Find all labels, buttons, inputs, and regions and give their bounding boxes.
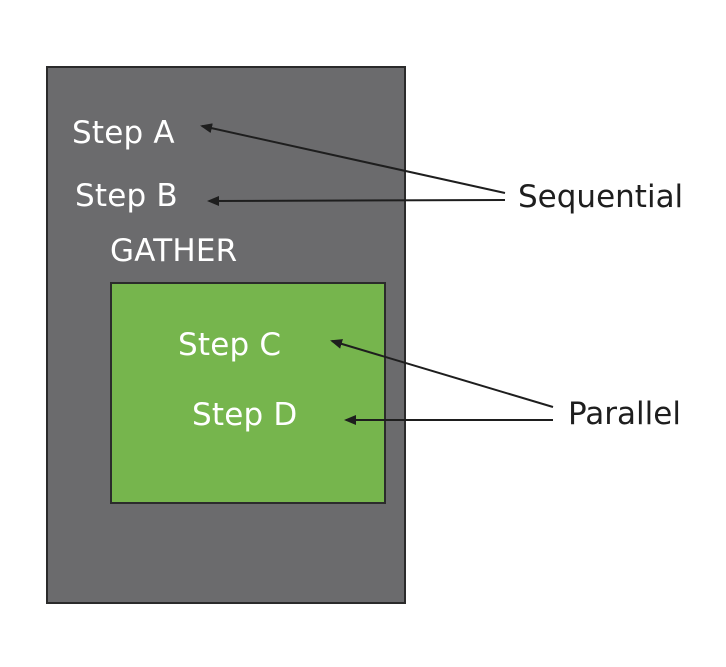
- step-d-label: Step D: [192, 397, 298, 433]
- parallel-container: [110, 282, 386, 504]
- sequential-label: Sequential: [518, 179, 684, 215]
- step-c-label: Step C: [178, 327, 282, 363]
- arrow-sequential-to-step-b: [207, 195, 506, 206]
- step-a-label: Step A: [72, 115, 175, 151]
- step-b-label: Step B: [75, 178, 178, 214]
- gather-label: GATHER: [110, 233, 238, 269]
- arrow-parallel-to-step-c: [330, 339, 554, 408]
- arrow-sequential-to-step-a: [200, 123, 506, 194]
- parallel-label: Parallel: [568, 396, 681, 432]
